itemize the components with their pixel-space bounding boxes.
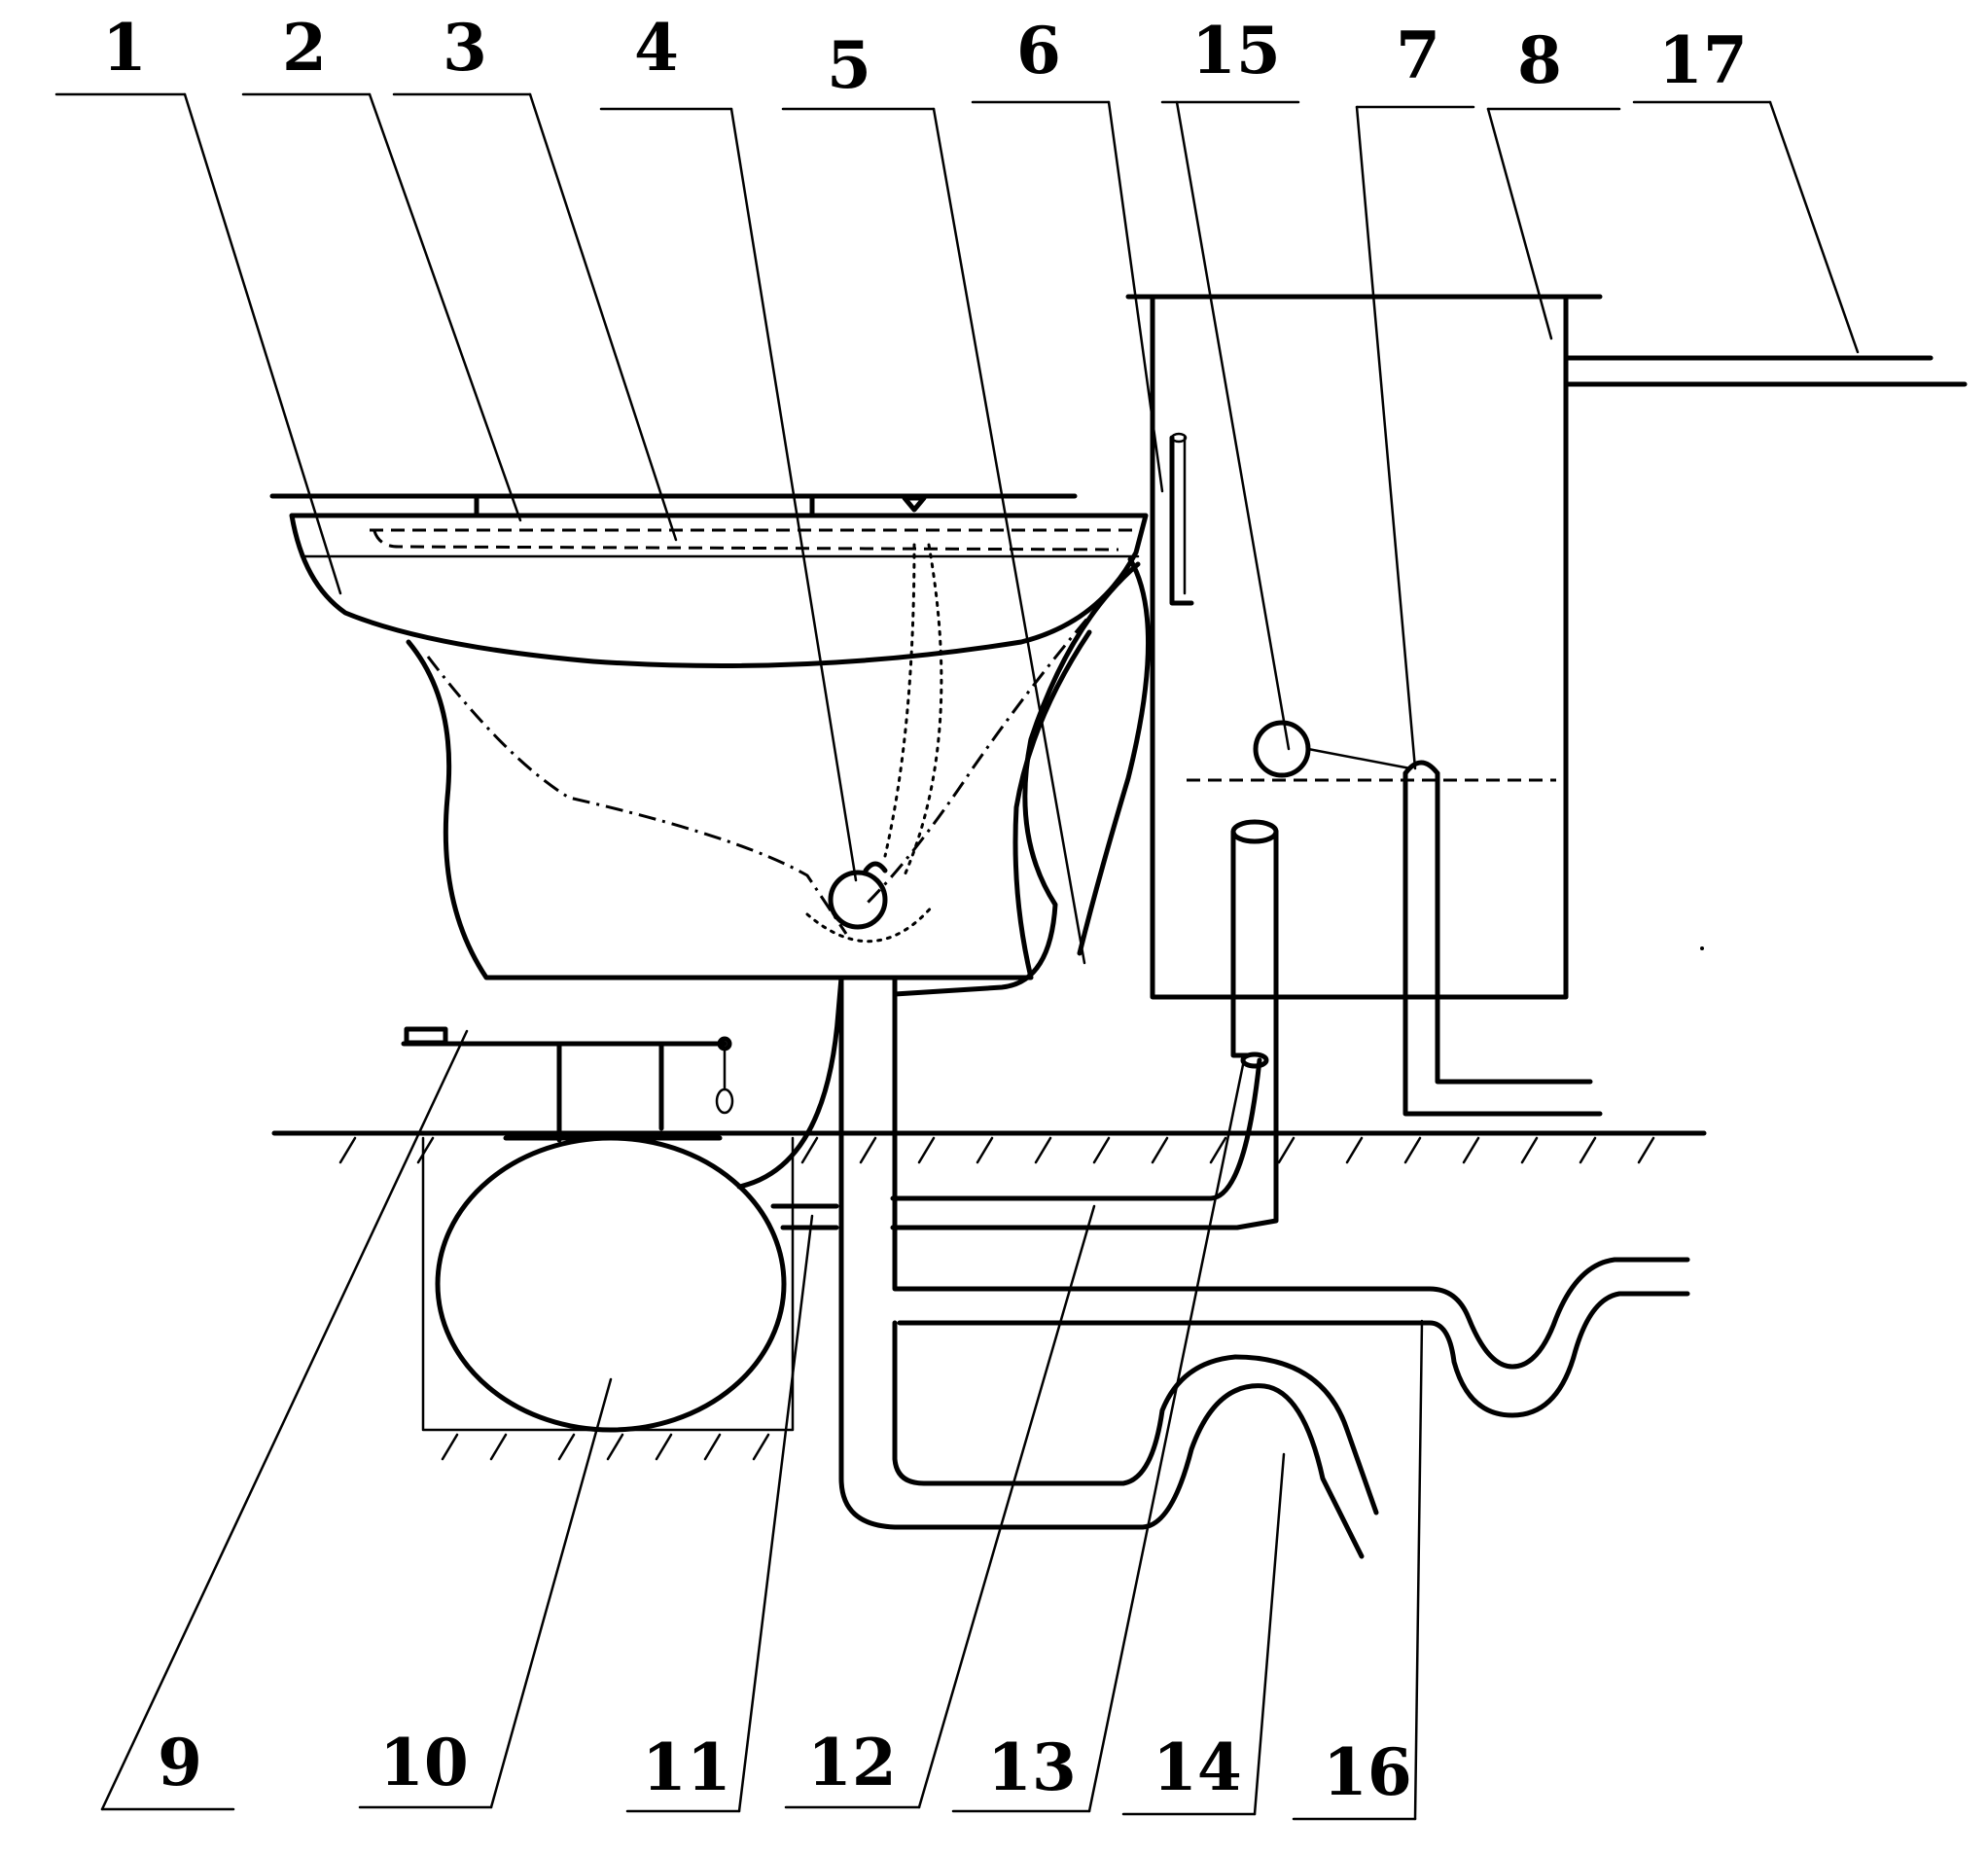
leader-2 [368, 92, 522, 522]
rim-channel [373, 530, 1119, 552]
label-17: 17 [1658, 22, 1748, 98]
bowl-inner-left [426, 656, 848, 935]
tank-feed-channel [1077, 556, 1151, 956]
drain-pipe-upper [892, 975, 1690, 1370]
label-11: 11 [642, 1729, 731, 1805]
vent-tube-top [1170, 432, 1188, 444]
leader-10 [489, 1377, 613, 1809]
tank-body [1150, 294, 1569, 1000]
stray-dot [1700, 946, 1704, 950]
top-labels: 1 2 3 4 5 6 15 7 8 17 [54, 10, 1772, 111]
outlet-valve-ball [828, 870, 888, 930]
float-ball [1253, 720, 1311, 778]
toilet-bowl [269, 493, 1151, 997]
inlet-pipe-inner [1435, 770, 1593, 1085]
pedal-assembly [401, 1026, 734, 1143]
inlet-valve-head [1402, 760, 1440, 776]
label-10: 10 [379, 1725, 469, 1800]
bowl-inner-right [864, 592, 1111, 907]
pump-piston-rods [556, 1041, 664, 1131]
label-13: 13 [987, 1729, 1077, 1805]
vent-tube-outer [1169, 435, 1194, 606]
lever-hook [715, 1087, 734, 1115]
drain-trap-lower [897, 1291, 1690, 1418]
bowl-back-channel [892, 561, 1141, 997]
air-bag [435, 1135, 787, 1433]
float-arm [1306, 747, 1412, 770]
leader-8 [1486, 107, 1553, 340]
label-15: 15 [1191, 13, 1281, 89]
overflow-pipe-right [890, 829, 1279, 1230]
seat-nozzle [902, 495, 927, 513]
drain-pipe-outer [838, 975, 1365, 1559]
drain-pipes [736, 975, 1690, 1559]
label-1: 1 [102, 10, 147, 86]
leader-16 [1413, 1319, 1424, 1821]
bowl-pedestal [406, 629, 1092, 980]
label-16: 16 [1323, 1734, 1412, 1810]
leader-lines [100, 92, 1860, 1821]
leader-5 [932, 107, 1086, 965]
passage-dotted-2 [903, 543, 943, 877]
bowl-rim [289, 513, 1149, 668]
leader-12 [917, 1204, 1096, 1809]
inlet-pipe-outer [1402, 770, 1603, 1117]
floor [271, 1130, 1707, 1164]
label-8: 8 [1517, 22, 1562, 98]
label-2: 2 [282, 10, 327, 86]
leader-1 [183, 92, 342, 595]
overflow-check-valve [1240, 1051, 1269, 1069]
leader-9 [100, 1029, 469, 1811]
leader-13 [1087, 1053, 1247, 1813]
label-5: 5 [827, 27, 871, 103]
leader-17 [1768, 100, 1860, 354]
outlet-valve-cap [863, 861, 888, 873]
bottom-labels: 9 10 11 12 13 14 16 [100, 1725, 1417, 1821]
overflow-pipe-left [1230, 829, 1250, 1058]
label-6: 6 [1016, 13, 1061, 89]
label-3: 3 [443, 10, 487, 86]
label-9: 9 [158, 1725, 202, 1800]
label-4: 4 [634, 10, 679, 86]
foot-pedal [404, 1026, 448, 1046]
passage-dotted-1 [883, 543, 916, 858]
passage-dotted-3 [805, 903, 936, 944]
cistern-tank [890, 294, 1968, 1230]
overflow-pipe-inner [890, 1057, 1262, 1201]
label-14: 14 [1153, 1729, 1242, 1805]
air-bag-chamber [421, 1135, 795, 1461]
chamber-hatching [441, 1433, 770, 1461]
leader-3 [528, 92, 678, 542]
floor-hatching [338, 1136, 1655, 1164]
label-7: 7 [1396, 18, 1440, 93]
air-tube-to-bowl [736, 975, 844, 1190]
leader-11 [737, 1214, 814, 1813]
leader-7 [1355, 105, 1417, 770]
label-12: 12 [807, 1725, 897, 1800]
leader-14 [1253, 1452, 1286, 1816]
overflow-pipe-top [1230, 819, 1279, 844]
leader-15 [1175, 100, 1291, 751]
drain-pipe-inner [892, 1320, 1379, 1515]
